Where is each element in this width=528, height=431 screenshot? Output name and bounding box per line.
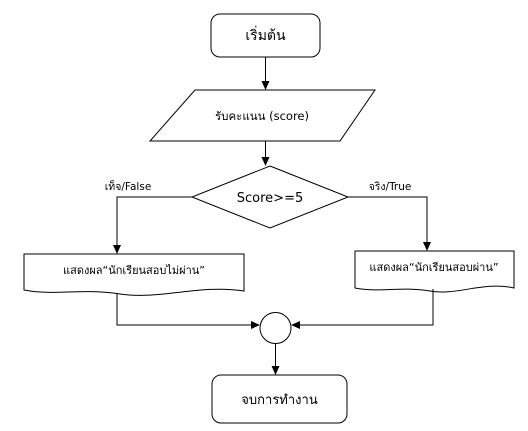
output-true-node: แสดงผล“นักเรียนสอบผ่าน” bbox=[354, 250, 515, 293]
input-label: รับคะแนน (score) bbox=[215, 109, 309, 123]
decision-node: Score>=5 bbox=[190, 165, 350, 229]
output-false-shape bbox=[23, 253, 245, 296]
connector-line bbox=[116, 196, 192, 247]
output-true-shape bbox=[354, 250, 515, 293]
arrow-input-to-decision bbox=[261, 141, 270, 166]
connector-line bbox=[348, 196, 428, 244]
merge-left-arrow bbox=[116, 293, 260, 329]
merge-connector-circle bbox=[259, 312, 292, 344]
decision-label: Score>=5 bbox=[237, 191, 303, 206]
start-node: เริ่มต้น bbox=[210, 13, 321, 58]
arrowhead-icon bbox=[291, 321, 300, 329]
true-branch-label: จริง/True bbox=[369, 181, 412, 193]
connector-line bbox=[116, 293, 252, 326]
arrowhead-icon bbox=[261, 81, 270, 90]
output-false-node: แสดงผล“นักเรียนสอบไม่ผ่าน” bbox=[23, 253, 245, 296]
connector-line bbox=[299, 289, 434, 326]
true-branch: จริง/True bbox=[348, 181, 431, 251]
false-branch-label: เท็จ/False bbox=[105, 179, 152, 193]
arrow-start-to-input bbox=[261, 57, 270, 90]
false-branch: เท็จ/False bbox=[105, 179, 192, 254]
arrowhead-icon bbox=[251, 321, 260, 329]
output-false-label: แสดงผล“นักเรียนสอบไม่ผ่าน” bbox=[63, 264, 205, 277]
arrowhead-icon bbox=[271, 366, 280, 375]
start-label: เริ่มต้น bbox=[245, 26, 286, 44]
arrow-merge-to-end bbox=[271, 344, 280, 375]
arrowhead-icon bbox=[423, 242, 431, 251]
end-label: จบการทำงาน bbox=[241, 393, 318, 408]
end-node: จบการทำงาน bbox=[211, 374, 348, 424]
decision-shape bbox=[190, 165, 350, 229]
output-true-label: แสดงผล“นักเรียนสอบผ่าน” bbox=[369, 261, 498, 274]
input-shape bbox=[148, 89, 376, 142]
input-node: รับคะแนน (score) bbox=[148, 89, 376, 142]
arrowhead-icon bbox=[113, 245, 121, 254]
merge-right-arrow bbox=[291, 289, 434, 329]
arrowhead-icon bbox=[261, 157, 270, 166]
end-shape bbox=[211, 374, 348, 424]
